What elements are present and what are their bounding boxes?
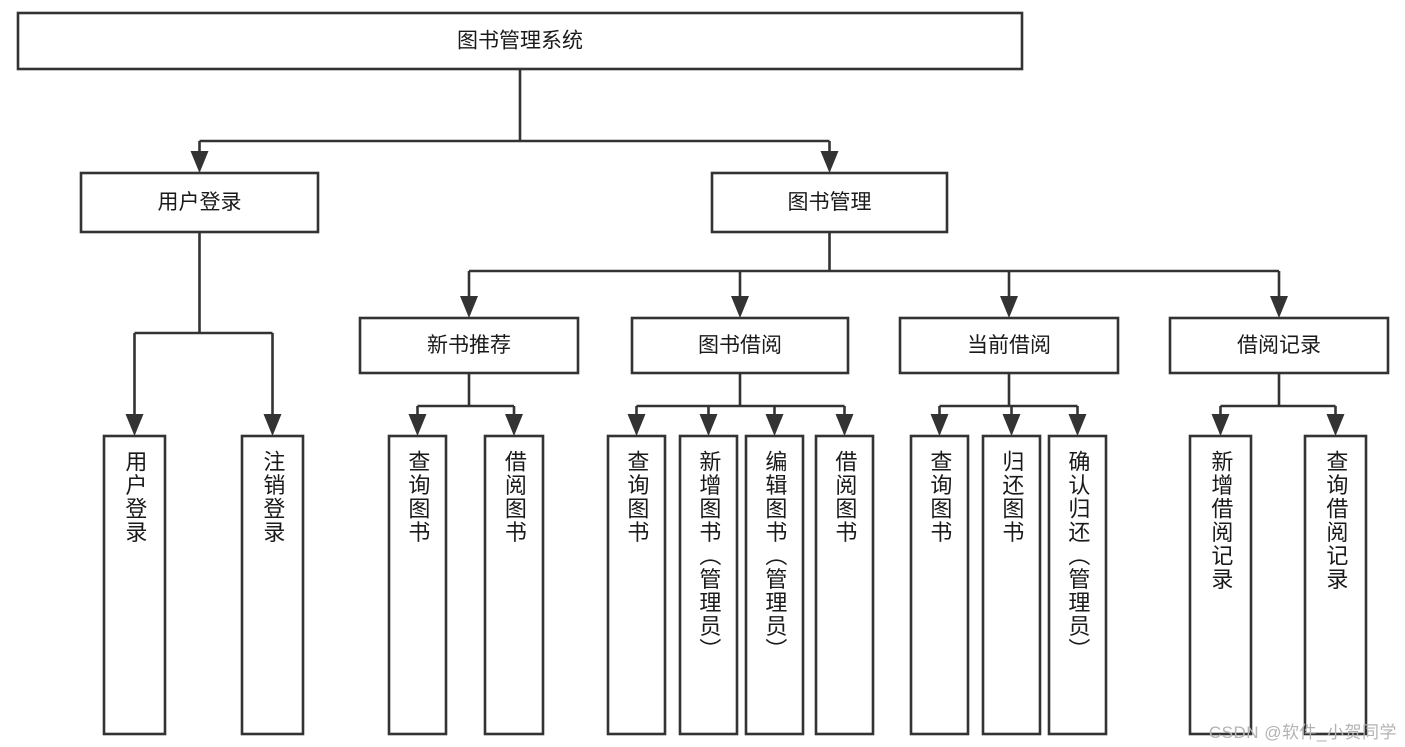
arrow-to-book-borrow bbox=[731, 296, 749, 318]
arrow-to-leaf-logout-login bbox=[263, 414, 282, 436]
node-box-leaf-user-login[interactable] bbox=[102, 434, 167, 736]
node-box-leaf-query-borrow-record[interactable] bbox=[1303, 434, 1368, 736]
arrow-to-leaf-confirm-return bbox=[1068, 414, 1087, 436]
arrow-to-book-manage bbox=[820, 151, 839, 173]
node-box-leaf-borrow-book-1[interactable] bbox=[483, 434, 545, 736]
arrow-to-leaf-add-book bbox=[699, 414, 718, 436]
node-box-leaf-confirm-return[interactable] bbox=[1047, 434, 1108, 736]
arrow-to-user-login bbox=[190, 151, 209, 173]
node-box-leaf-borrow-book-2[interactable] bbox=[814, 434, 875, 736]
arrow-to-leaf-edit-book bbox=[765, 414, 784, 436]
node-box-current-borrow[interactable] bbox=[898, 316, 1120, 375]
node-box-layer bbox=[16, 11, 1390, 736]
node-label-new-book-recommend: 新书推荐 bbox=[427, 334, 511, 357]
node-box-new-book-recommend[interactable] bbox=[358, 316, 580, 375]
node-box-root[interactable] bbox=[16, 11, 1024, 71]
arrow-to-leaf-borrow-book-1 bbox=[505, 414, 523, 436]
node-box-borrow-record[interactable] bbox=[1168, 316, 1390, 375]
node-label-root: 图书管理系统 bbox=[457, 30, 583, 53]
arrow-to-leaf-user-login bbox=[125, 414, 144, 436]
node-box-leaf-logout-login[interactable] bbox=[240, 434, 305, 736]
node-box-leaf-return-book[interactable] bbox=[981, 434, 1042, 736]
node-label-borrow-record: 借阅记录 bbox=[1237, 334, 1321, 357]
arrow-to-borrow-record bbox=[1270, 296, 1288, 318]
node-box-leaf-query-book-2[interactable] bbox=[606, 434, 667, 736]
csdn-watermark: CSDN @软件_小贺同学 bbox=[1208, 723, 1397, 742]
node-box-leaf-add-book[interactable] bbox=[678, 434, 739, 736]
connector-layer bbox=[125, 69, 1345, 436]
node-box-book-borrow[interactable] bbox=[630, 316, 850, 375]
arrow-to-current-borrow bbox=[1000, 296, 1018, 318]
node-label-current-borrow: 当前借阅 bbox=[967, 334, 1051, 357]
node-box-leaf-query-book-3[interactable] bbox=[909, 434, 970, 736]
node-label-user-login: 用户登录 bbox=[158, 191, 242, 214]
arrow-to-leaf-return-book bbox=[1002, 414, 1021, 436]
arrow-to-leaf-query-book-3 bbox=[930, 414, 949, 436]
arrow-to-leaf-query-book-1 bbox=[408, 414, 427, 436]
arrow-to-leaf-query-borrow-record bbox=[1326, 414, 1345, 436]
arrow-to-leaf-add-borrow-record bbox=[1211, 414, 1230, 436]
node-box-book-manage[interactable] bbox=[710, 171, 949, 234]
arrow-to-new-book-recommend bbox=[460, 296, 478, 318]
node-box-leaf-edit-book[interactable] bbox=[744, 434, 805, 736]
node-box-user-login[interactable] bbox=[79, 171, 320, 234]
arrow-to-leaf-query-book-2 bbox=[627, 414, 646, 436]
node-label-book-borrow: 图书借阅 bbox=[698, 334, 782, 357]
node-box-leaf-query-book-1[interactable] bbox=[387, 434, 448, 736]
arrow-to-leaf-borrow-book-2 bbox=[835, 414, 854, 436]
node-box-leaf-add-borrow-record[interactable] bbox=[1188, 434, 1253, 736]
node-label-book-manage: 图书管理 bbox=[788, 191, 872, 214]
